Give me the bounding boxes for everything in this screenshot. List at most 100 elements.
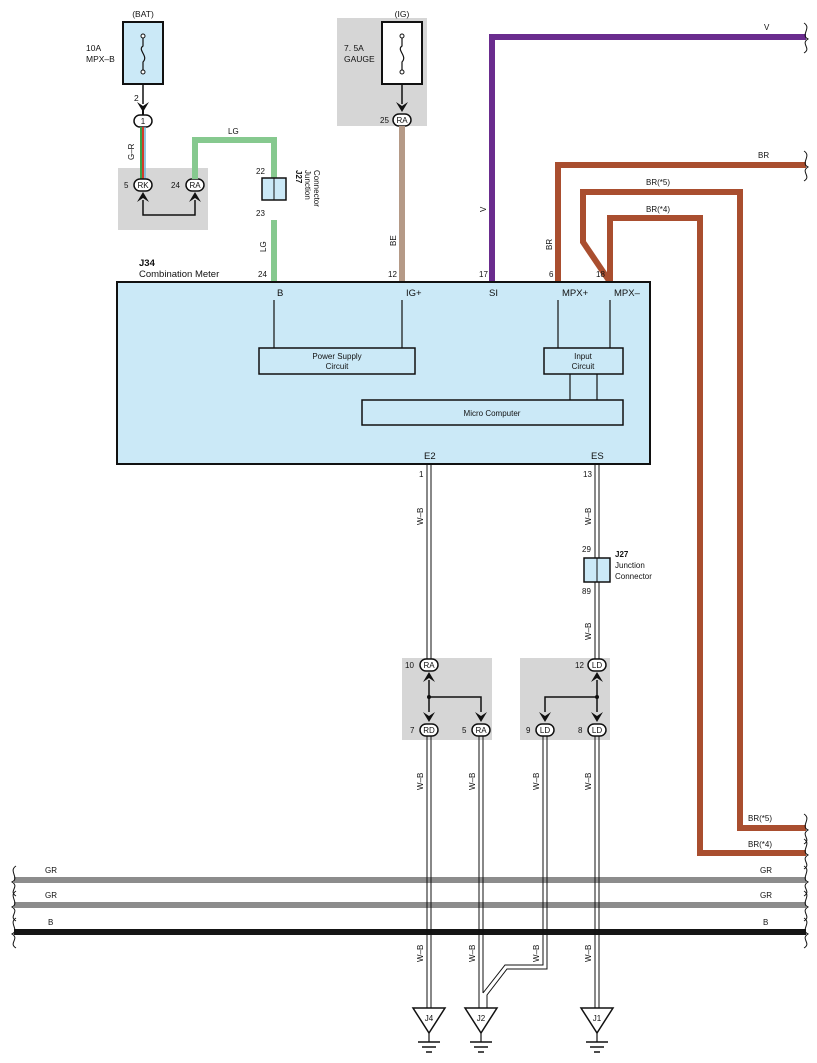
svg-text:Connector: Connector: [312, 170, 321, 207]
splice-e2-rd: [419, 723, 439, 737]
wire-label-wb-1: W–B: [416, 508, 425, 525]
wire-break-v: [803, 22, 810, 54]
wire-wb-to-j1: [594, 736, 600, 1008]
svg-text:LD: LD: [592, 726, 602, 735]
wire-breaks-left: [10, 865, 17, 949]
svg-text:W–B: W–B: [532, 773, 541, 790]
wire-label-br5-top: BR(*5): [646, 178, 670, 187]
wire-label-br: BR: [758, 151, 769, 160]
svg-text:8: 8: [578, 726, 583, 735]
svg-text:12: 12: [575, 661, 584, 670]
svg-text:LD: LD: [592, 661, 602, 670]
wire-wb-e2: [426, 464, 432, 660]
splice-rk-pin: [133, 178, 153, 192]
svg-text:24: 24: [171, 181, 180, 190]
svg-text:RK: RK: [137, 181, 149, 190]
svg-text:7: 7: [410, 726, 415, 735]
svg-text:LD: LD: [540, 726, 550, 735]
bat-fuse-pin: 2: [134, 93, 139, 103]
splice-es-ld-8: [587, 723, 607, 737]
svg-text:J27: J27: [615, 550, 629, 559]
bat-connector-arrow: [137, 102, 149, 112]
svg-text:Circuit: Circuit: [572, 362, 595, 371]
svg-text:29: 29: [582, 545, 591, 554]
svg-text:Input: Input: [574, 352, 593, 361]
svg-text:Junction: Junction: [615, 561, 645, 570]
ground-j1-icon: [579, 1007, 615, 1035]
svg-text:9: 9: [526, 726, 531, 735]
svg-text:W–B: W–B: [416, 773, 425, 790]
bat-fuse-rating: 10A: [86, 43, 101, 53]
svg-text:1: 1: [141, 117, 146, 126]
svg-text:W–B: W–B: [468, 945, 477, 962]
svg-text:J4: J4: [425, 1014, 434, 1023]
splice-e2-ra: [471, 723, 491, 737]
svg-text:89: 89: [582, 587, 591, 596]
wire-v: [489, 34, 806, 282]
wire-label-be: BE: [389, 235, 398, 246]
meter-pin-ig: IG+: [406, 288, 422, 299]
wire-label-br4-bottom: BR(*4): [748, 840, 772, 849]
svg-text:24: 24: [258, 270, 267, 279]
svg-text:J2: J2: [477, 1014, 486, 1023]
svg-text:25: 25: [380, 116, 389, 125]
ground-j4: J4: [411, 1007, 447, 1053]
svg-text:W–B: W–B: [468, 773, 477, 790]
wire-label-wb-3: W–B: [584, 623, 593, 640]
svg-text:10: 10: [405, 661, 414, 670]
svg-text:12: 12: [388, 270, 397, 279]
svg-text:Connector: Connector: [615, 572, 652, 581]
svg-text:1: 1: [419, 470, 424, 479]
wire-wb-to-j4: [426, 736, 432, 1008]
wire-br5: [580, 189, 806, 831]
meter-code: J34: [139, 258, 156, 269]
ground-j1: J1: [579, 1007, 615, 1053]
wire-label-wb-2: W–B: [584, 508, 593, 525]
meter-name: Combination Meter: [139, 269, 219, 280]
meter-pin-b: B: [277, 288, 283, 299]
svg-text:GR: GR: [760, 891, 772, 900]
wire-label-v-vert: V: [479, 206, 488, 212]
ig-fuse-icon: [399, 36, 405, 72]
svg-text:RA: RA: [475, 726, 487, 735]
svg-text:GR: GR: [45, 866, 57, 875]
ground-j4-icon: [411, 1007, 447, 1035]
svg-text:13: 13: [583, 470, 592, 479]
svg-text:Junction: Junction: [303, 170, 312, 200]
svg-text:Circuit: Circuit: [326, 362, 349, 371]
splice-es-in: [587, 658, 607, 672]
wire-label-v: V: [764, 23, 770, 32]
meter-pin-mpx-plus: MPX+: [562, 288, 589, 299]
svg-text:W–B: W–B: [584, 945, 593, 962]
svg-text:5: 5: [124, 181, 129, 190]
meter-pin-e2: E2: [424, 451, 436, 462]
wire-wb-es: [594, 464, 600, 660]
svg-text:B: B: [48, 918, 53, 927]
svg-text:Power Supply: Power Supply: [312, 352, 361, 361]
svg-text:Micro Computer: Micro Computer: [464, 409, 521, 418]
wire-label-g-r: G–R: [127, 143, 136, 160]
svg-text:RA: RA: [423, 661, 435, 670]
ig-fuse-name: GAUGE: [344, 54, 375, 64]
svg-text:18: 18: [596, 270, 605, 279]
svg-text:RD: RD: [423, 726, 435, 735]
wire-label-br-vert: BR: [545, 239, 554, 250]
micro-computer: [361, 399, 624, 426]
wire-br4: [607, 215, 806, 856]
bat-fuse-icon: [140, 36, 146, 72]
wire-wb-to-j2: [478, 736, 548, 1008]
svg-text:RA: RA: [396, 116, 408, 125]
wire-label-lg: LG: [259, 241, 268, 252]
splice-es-ld-9: [535, 723, 555, 737]
wire-lg: [192, 137, 277, 179]
wire-label-lg-top: LG: [228, 127, 239, 136]
svg-text:W–B: W–B: [584, 773, 593, 790]
ig-supply-label: (IG): [395, 9, 410, 19]
svg-text:23: 23: [256, 209, 265, 218]
wire-breaks-right: [803, 865, 810, 949]
power-supply-circuit: [258, 347, 416, 375]
ground-j2: J2: [463, 1007, 499, 1053]
input-circuit: [543, 347, 624, 375]
meter-pin-si: SI: [489, 288, 498, 299]
